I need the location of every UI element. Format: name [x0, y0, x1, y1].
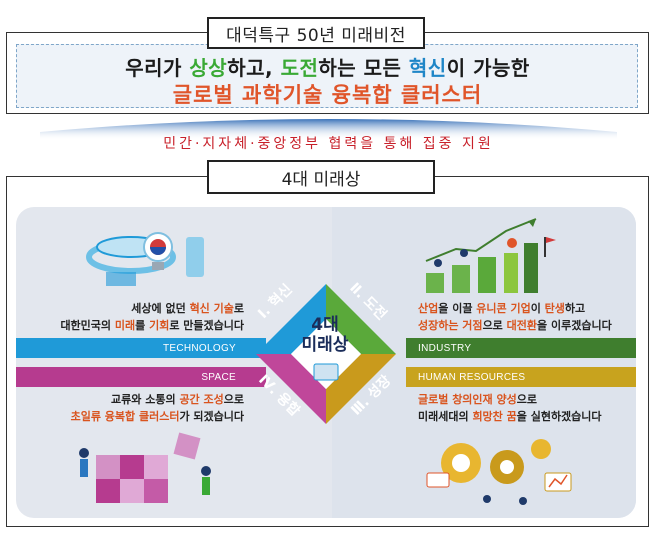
four-visions-panel: TECHNOLOGY SPACE INDUSTRY HUMAN RESOURCE…	[16, 207, 636, 518]
four-visions-cycle-diagram	[256, 284, 396, 424]
space-description: 교류와 소통의 공간 조성으로 초일류 융복합 클러스터가 되겠습니다	[70, 393, 244, 423]
human-resources-band: HUMAN RESOURCES	[406, 367, 636, 387]
section-title: 4대 미래상	[207, 160, 435, 194]
collaboration-puzzle-illustration	[79, 432, 211, 503]
innovation-lightbulb-illustration	[86, 232, 204, 286]
human-resources-gears-illustration	[426, 439, 572, 505]
human-resources-description: 글로벌 창의인재 양성으로 미래세대의 희망찬 꿈을 실현하겠습니다	[418, 393, 602, 423]
support-wave-graphic	[40, 119, 617, 140]
hub-label: 4대 미래상	[301, 315, 349, 355]
vision-statement-line2: 글로벌 과학기술 융복합 클러스터	[172, 83, 483, 107]
vision-statement-line1: 우리가 상상하고, 도전하는 모든 혁신이 가능한	[125, 56, 530, 80]
technology-band: TECHNOLOGY	[16, 338, 266, 358]
support-text: 민간·지자체·중앙정부 협력을 통해 집중 지원	[163, 136, 494, 152]
industry-band: INDUSTRY	[406, 338, 636, 358]
industry-description: 산업을 이끌 유니콘 기업이 탄생하고 성장하는 거점으로 대전환을 이루겠습니…	[418, 302, 612, 332]
industry-growth-illustration	[425, 218, 556, 293]
vision-inner-box	[16, 44, 638, 108]
vision-title: 대덕특구 50년 미래비전	[207, 17, 425, 49]
space-band: SPACE	[16, 367, 266, 387]
technology-description: 세상에 없던 혁신 기술로 대한민국의 미래를 기회로 만들겠습니다	[60, 302, 244, 332]
